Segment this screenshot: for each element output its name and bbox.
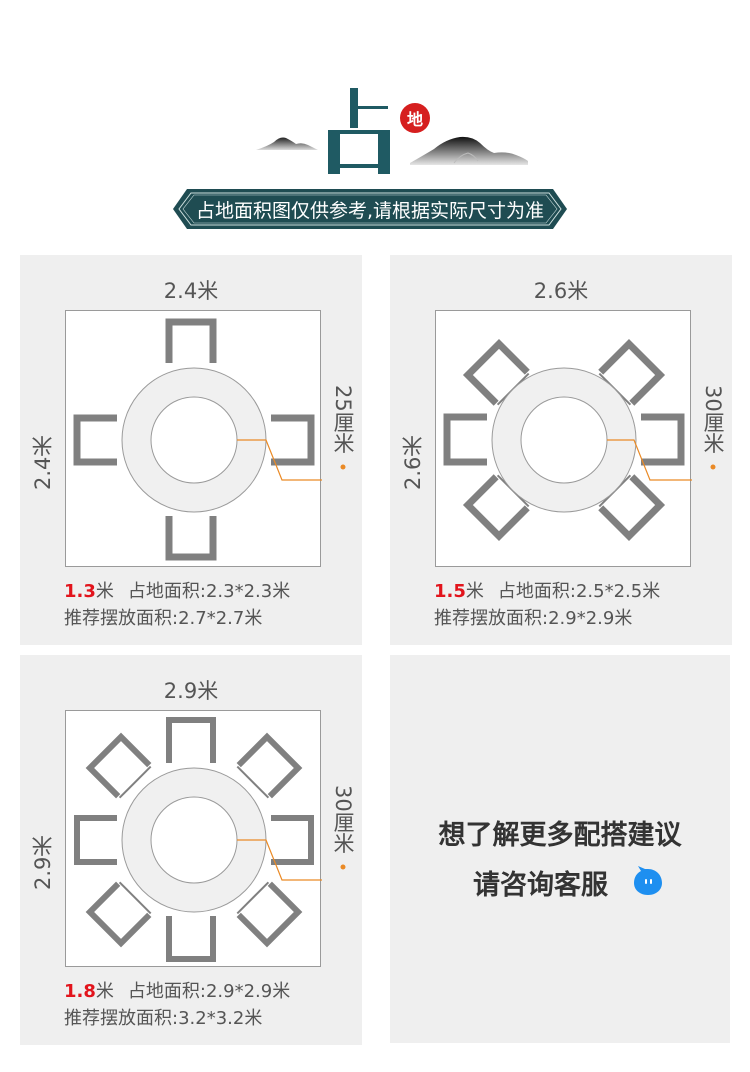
chair-gap-label: 25厘米 — [331, 385, 355, 454]
layout-panel-4-seat: 2.4米 2.4米 25厘米 1.3米占地面积:2.3*2.3米 推荐摆放面积:… — [20, 255, 362, 645]
mountain-left-icon — [256, 137, 318, 150]
table-size: 1.3 — [64, 581, 96, 602]
leader-line — [607, 439, 692, 481]
chair-icon — [74, 717, 314, 962]
seal-badge: 地 — [400, 103, 430, 133]
qq-chat-icon[interactable] — [632, 865, 664, 897]
room-width-label: 2.4米 — [163, 279, 219, 303]
table-size: 1.5 — [434, 581, 466, 602]
room-floorplan — [435, 310, 692, 567]
cta-contact-text[interactable]: 请咨询客服 — [473, 870, 608, 901]
leader-line — [237, 839, 322, 881]
footprint-label: 占地面积:2.3*2.3米 — [127, 581, 291, 602]
floorplan-drawing — [73, 318, 322, 561]
leader-line — [237, 439, 322, 481]
room-width-label: 2.9米 — [163, 679, 219, 703]
room-width-label: 2.6米 — [533, 279, 589, 303]
cta-headline: 想了解更多配搭建议 — [438, 820, 682, 851]
chair-icon — [443, 338, 685, 542]
title-big-char — [328, 88, 390, 174]
recommended-area: 推荐摆放面积:2.9*2.9米 — [434, 608, 633, 629]
banner-text: 占地面积图仅供参考,请根据实际尺寸为准 — [195, 199, 545, 222]
chair-gap-label: 30厘米 — [331, 785, 355, 854]
table-size-line: 1.5米占地面积:2.5*2.5米 — [434, 581, 661, 602]
layout-panel-8-seat: 2.9米 2.9米 30厘米 1.8米占地面积:2.9*2.9米 推荐摆放面积:… — [20, 655, 362, 1045]
table-top — [520, 396, 608, 484]
layout-panel-6-seat: 2.6米 2.6米 30厘米 1.5米占地面积:2.5*2.5米 推荐摆放面积:… — [390, 255, 732, 645]
table-size: 1.8 — [64, 981, 96, 1002]
room-height-label: 2.9米 — [31, 835, 55, 891]
footprint-label: 占地面积:2.9*2.9米 — [127, 981, 291, 1002]
recommended-area: 推荐摆放面积:3.2*3.2米 — [64, 1008, 263, 1029]
chair-icon — [73, 318, 315, 561]
table-top — [150, 796, 238, 884]
table-top — [150, 396, 238, 484]
room-floorplan — [65, 710, 322, 967]
header: 地 占地面积图仅供参考,请根据实际尺寸为准 — [0, 0, 750, 245]
room-height-label: 2.4米 — [31, 435, 55, 491]
mountain-right-icon — [410, 136, 528, 165]
room-height-label: 2.6米 — [401, 435, 425, 491]
customer-service-panel: 想了解更多配搭建议 请咨询客服 — [390, 655, 730, 1043]
chair-gap-label: 30厘米 — [701, 385, 725, 454]
floorplan-drawing — [443, 338, 692, 542]
leader-dot-icon — [710, 464, 716, 470]
table-size-line: 1.8米占地面积:2.9*2.9米 — [64, 981, 291, 1002]
footprint-label: 占地面积:2.5*2.5米 — [497, 581, 661, 602]
table-size-line: 1.3米占地面积:2.3*2.3米 — [64, 581, 291, 602]
floorplan-drawing — [74, 717, 322, 962]
title-banner — [173, 189, 567, 229]
leader-dot-icon — [340, 864, 346, 870]
room-floorplan — [65, 310, 322, 567]
leader-dot-icon — [340, 464, 346, 470]
recommended-area: 推荐摆放面积:2.7*2.7米 — [64, 608, 263, 629]
